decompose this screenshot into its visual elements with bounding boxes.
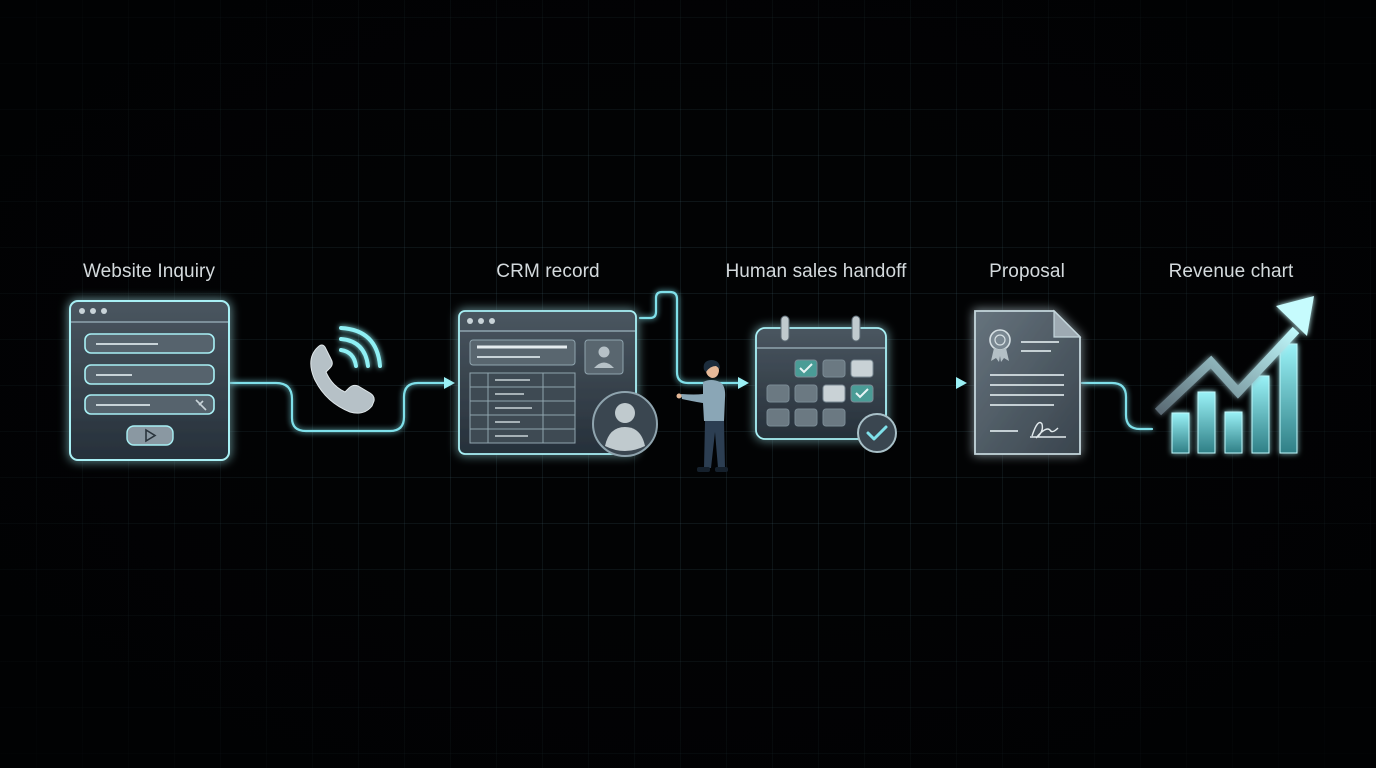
arrow-head: [738, 377, 749, 389]
chart-icon: [1154, 296, 1314, 454]
web-form-icon: [69, 300, 230, 461]
arrow-head: [956, 377, 967, 389]
label-website-inquiry: Website Inquiry: [82, 261, 216, 282]
crm-record-icon: [458, 310, 658, 457]
label-crm-record: CRM record: [496, 261, 600, 282]
person-figure: [676, 360, 728, 472]
phone-icon: [310, 326, 382, 414]
label-proposal: Proposal: [989, 261, 1065, 282]
arrow-head: [444, 377, 455, 389]
connector-form-to-crm: [228, 381, 450, 433]
connector-crm-to-handoff: [638, 290, 743, 385]
calendar-icon: [755, 315, 897, 453]
connector-proposal-to-chart: [1080, 381, 1154, 431]
document-icon: [974, 309, 1082, 455]
label-human-sales-handoff: Human sales handoff: [725, 261, 907, 282]
label-revenue-chart: Revenue chart: [1168, 261, 1294, 282]
